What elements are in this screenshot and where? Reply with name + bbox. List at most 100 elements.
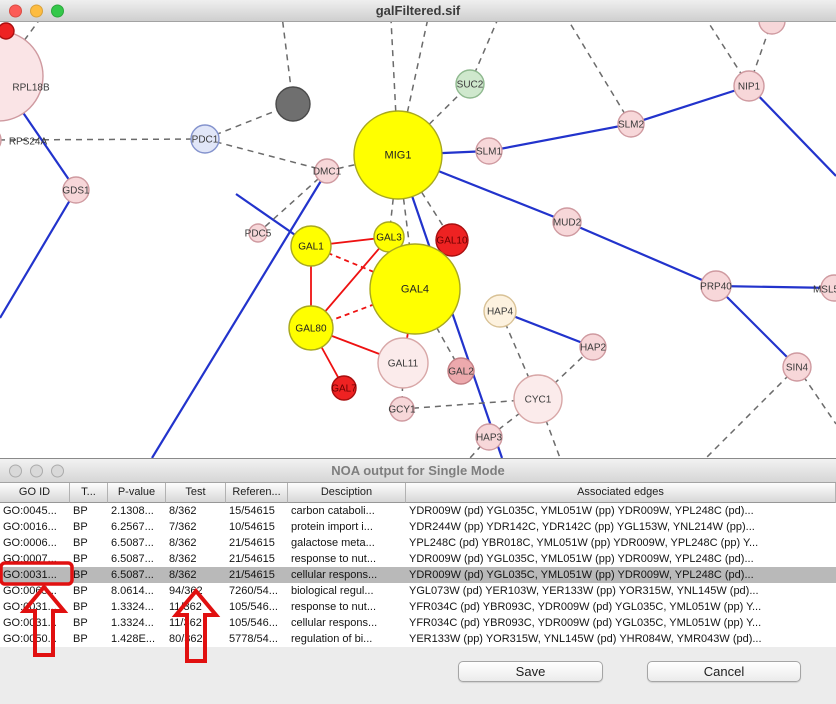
table-cell: 105/546... [229, 617, 278, 629]
node-label: RPL18B [12, 83, 50, 94]
table-cell: GO:0031... [3, 601, 57, 613]
table-cell: GO:0031... [3, 569, 57, 581]
table-cell: cellular respons... [291, 569, 378, 581]
node-unlabeled[interactable] [0, 22, 15, 40]
table-cell: 7260/54... [229, 585, 278, 597]
save-button[interactable]: Save [458, 661, 603, 682]
table-cell: galactose meta... [291, 537, 375, 549]
node-GAL2[interactable] [447, 357, 475, 385]
minimize-button[interactable] [30, 464, 43, 477]
network-window-titlebar[interactable]: galFiltered.sif [0, 0, 836, 22]
table-cell: YGL073W (pd) YER103W, YER133W (pp) YOR31… [409, 585, 759, 597]
table-cell: 8/362 [169, 537, 197, 549]
column-header-t-[interactable]: T... [70, 483, 108, 503]
minimize-button[interactable] [30, 4, 43, 17]
node-GAL11[interactable] [377, 337, 429, 389]
table-cell: carbon cataboli... [291, 505, 375, 517]
node-label: HAP3 [476, 433, 503, 444]
node-HAP4[interactable] [483, 294, 517, 328]
close-button[interactable] [9, 464, 22, 477]
node-label: GAL2 [448, 367, 474, 378]
table-cell: 8/362 [169, 553, 197, 565]
node-SLM1[interactable] [475, 137, 503, 165]
column-header-go-id[interactable]: GO ID [0, 483, 70, 503]
network-edge [715, 284, 835, 290]
node-PDC1[interactable] [190, 124, 220, 154]
table-cell: 8.0614... [111, 585, 154, 597]
network-edge [566, 220, 717, 288]
network-canvas[interactable]: RPL18BRPS24AGDS1PDC1DMC1MIG1SUC2SLM1SLM2… [0, 22, 836, 458]
table-cell: 6.5087... [111, 553, 154, 565]
node-HAP3[interactable] [475, 423, 503, 451]
column-header-associated-edges[interactable]: Associated edges [406, 483, 836, 503]
table-cell: 80/362 [169, 633, 203, 645]
node-unlabeled[interactable] [758, 22, 786, 35]
table-cell: 15/54615 [229, 505, 275, 517]
network-edge [469, 22, 498, 85]
node-GAL7[interactable] [331, 375, 357, 401]
node-label: GAL10 [436, 236, 468, 247]
network-edge [705, 366, 798, 458]
node-GAL4[interactable] [369, 243, 461, 335]
zoom-button[interactable] [51, 464, 64, 477]
table-cell: 1.3324... [111, 617, 154, 629]
node-MSL5[interactable] [820, 274, 836, 302]
table-cell: BP [73, 633, 88, 645]
zoom-button[interactable] [51, 4, 64, 17]
node-PRP40[interactable] [700, 270, 732, 302]
window-controls-inactive [9, 464, 64, 477]
node-SUC2[interactable] [455, 69, 485, 99]
node-label: SLM2 [618, 120, 645, 131]
node-GCY1[interactable] [389, 396, 415, 422]
node-DMC1[interactable] [314, 158, 340, 184]
node-NIP1[interactable] [733, 70, 765, 102]
node-MIG1[interactable] [353, 110, 443, 200]
column-header-p-value[interactable]: P-value [108, 483, 166, 503]
node-CYC1[interactable] [513, 374, 563, 424]
node-HAP2[interactable] [579, 333, 607, 361]
table-cell: 2.1308... [111, 505, 154, 517]
node-label: MIG1 [385, 150, 412, 162]
node-GAL1[interactable] [290, 225, 332, 267]
column-header-test[interactable]: Test [166, 483, 226, 503]
node-unlabeled[interactable] [275, 86, 311, 122]
node-MUD2[interactable] [552, 207, 582, 237]
node-PDC5[interactable] [248, 223, 268, 243]
window-controls [9, 4, 64, 17]
node-GAL80[interactable] [288, 305, 334, 351]
close-button[interactable] [9, 4, 22, 17]
table-cell: 105/546... [229, 601, 278, 613]
column-header-referen-[interactable]: Referen... [226, 483, 288, 503]
column-header-desciption[interactable]: Desciption [288, 483, 406, 503]
table-cell: 6.5087... [111, 569, 154, 581]
table-cell: 94/362 [169, 585, 203, 597]
node-SIN4[interactable] [782, 352, 812, 382]
cancel-button[interactable]: Cancel [647, 661, 801, 682]
node-GDS1[interactable] [62, 176, 90, 204]
node-label: MUD2 [553, 218, 582, 229]
table-cell: biological regul... [291, 585, 374, 597]
node-RPL18B[interactable] [0, 30, 44, 122]
node-label: PRP40 [700, 282, 732, 293]
node-RPS24A[interactable] [0, 127, 2, 153]
node-GAL10[interactable] [435, 223, 469, 257]
table-cell: protein import i... [291, 521, 373, 533]
noa-window-titlebar[interactable]: NOA output for Single Mode [0, 459, 836, 483]
table-cell: BP [73, 521, 88, 533]
node-SLM2[interactable] [617, 110, 645, 138]
node-label: HAP4 [487, 307, 514, 318]
